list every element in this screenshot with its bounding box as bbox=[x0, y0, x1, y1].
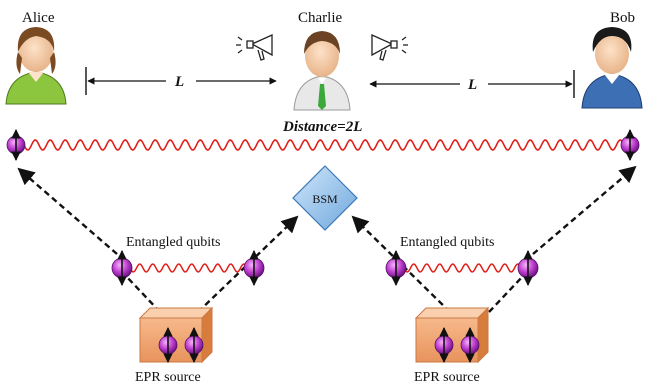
bob-label: Bob bbox=[610, 10, 635, 26]
arrow-epr-right-to-bsm bbox=[351, 215, 451, 313]
distance-left-label: L bbox=[174, 74, 184, 90]
epr-source-left bbox=[138, 306, 214, 364]
bob-avatar-icon bbox=[581, 27, 643, 109]
arrow-epr-left-to-qubit bbox=[124, 274, 161, 313]
long-distance-entanglement-wave bbox=[23, 139, 623, 151]
arrow-left-qubit-to-alice bbox=[17, 167, 118, 255]
megaphone-left-icon bbox=[236, 33, 273, 61]
distance-right-dimension bbox=[369, 70, 575, 98]
bsm-node: BSM bbox=[292, 165, 358, 231]
megaphone-right-icon bbox=[371, 33, 408, 61]
qubit-icon-epr-right-a bbox=[434, 327, 454, 363]
total-distance-label: Distance=2L bbox=[282, 119, 362, 135]
distance-left-dimension bbox=[85, 67, 277, 95]
qubit-icon-entangled-left-b bbox=[243, 250, 265, 286]
charlie-avatar-icon bbox=[293, 31, 351, 111]
qubit-icon-entangled-right-b bbox=[517, 250, 539, 286]
arrow-epr-left-to-bsm bbox=[197, 215, 299, 313]
entangled-qubits-left-label: Entangled qubits bbox=[126, 235, 221, 250]
arrow-right-qubit-to-bob bbox=[532, 165, 637, 255]
alice-label: Alice bbox=[22, 10, 55, 26]
qubit-icon-epr-left-b bbox=[184, 327, 204, 363]
arrow-epr-right-to-qubit bbox=[488, 274, 525, 313]
epr-source-left-label: EPR source bbox=[135, 370, 201, 385]
qubit-icon-epr-right-b bbox=[460, 327, 480, 363]
bsm-label: BSM bbox=[312, 192, 338, 206]
entanglement-wave-right bbox=[403, 263, 521, 273]
qubit-icon-entangled-left-a bbox=[111, 250, 133, 286]
entanglement-wave-left bbox=[129, 263, 247, 273]
charlie-label: Charlie bbox=[298, 10, 342, 26]
distance-right-label: L bbox=[467, 77, 477, 93]
epr-source-right-label: EPR source bbox=[414, 370, 480, 385]
qubit-icon-epr-left-a bbox=[158, 327, 178, 363]
qubit-icon-alice bbox=[6, 129, 26, 161]
epr-source-right bbox=[414, 306, 490, 364]
alice-avatar-icon bbox=[5, 27, 67, 105]
qubit-icon-bob bbox=[620, 129, 640, 161]
qubit-icon-entangled-right-a bbox=[385, 250, 407, 286]
entangled-qubits-right-label: Entangled qubits bbox=[400, 235, 495, 250]
